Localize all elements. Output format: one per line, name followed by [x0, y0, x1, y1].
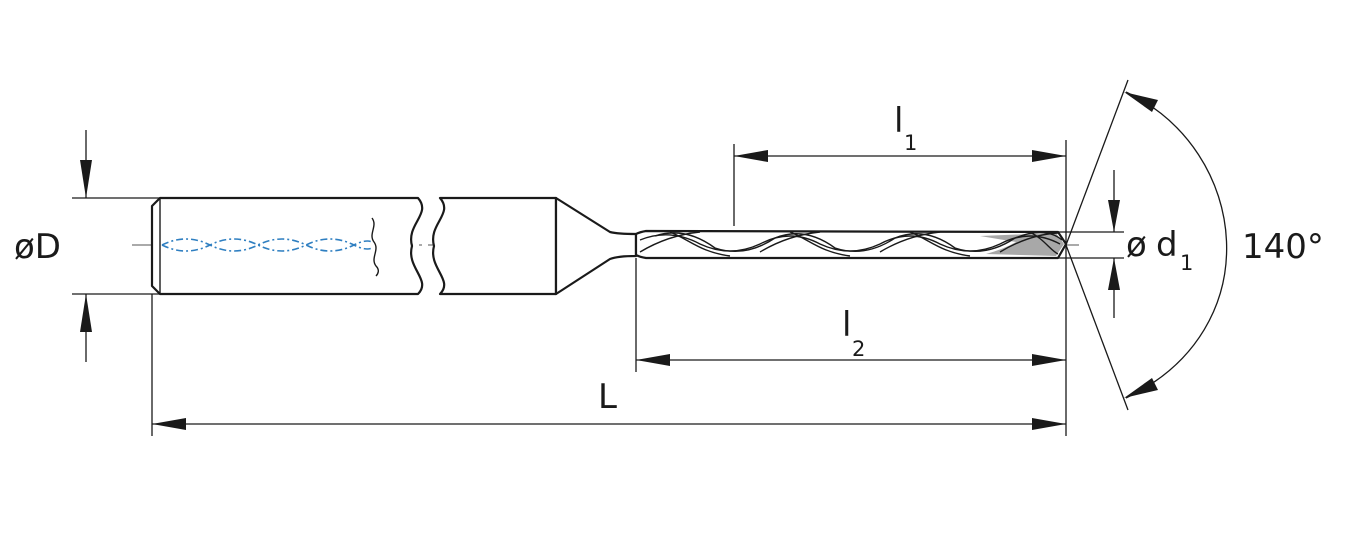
dim-D-arrow-bottom [80, 294, 92, 332]
break-squiggle [371, 217, 379, 277]
dim-d1-arrow-bottom [1108, 258, 1120, 290]
dim-l2-arrow-left [636, 354, 670, 366]
dim-L-arrow-right [1032, 418, 1066, 430]
angle-arrow-upper [1124, 92, 1158, 112]
dim-D-arrow-top [80, 160, 92, 198]
angle-arc [1125, 91, 1228, 399]
dim-l2-arrow-right [1032, 354, 1066, 366]
shank-left [150, 196, 424, 296]
angle-ext-lower [1065, 244, 1129, 411]
label-point-angle: 140° [1242, 227, 1324, 267]
label-shank-diameter: øD [14, 227, 61, 267]
label-tip-diameter-symbol: ø [1126, 225, 1147, 265]
label-flute-length: l [894, 101, 903, 141]
tip-shading [980, 233, 1064, 256]
label-overall-length: L [598, 377, 617, 417]
label-flute-length-sub: 1 [904, 131, 917, 155]
coolant-channel-1 [161, 238, 373, 252]
label-body-length: l [842, 305, 851, 345]
dim-l1-arrow-right [1032, 150, 1066, 162]
shank-right [431, 196, 558, 296]
angle-ext-upper [1065, 79, 1129, 246]
coolant-channel-2 [161, 238, 373, 252]
dim-L-arrow-left [152, 418, 186, 430]
label-body-length-sub: 2 [852, 337, 865, 361]
angle-arrow-lower [1124, 378, 1158, 398]
dim-l1-arrow-left [734, 150, 768, 162]
label-tip-diameter: d [1156, 225, 1178, 265]
label-tip-diameter-sub: 1 [1180, 251, 1193, 275]
flute-helix [639, 231, 1063, 257]
shank-taper [554, 196, 638, 296]
dim-d1-arrow-top [1108, 200, 1120, 232]
